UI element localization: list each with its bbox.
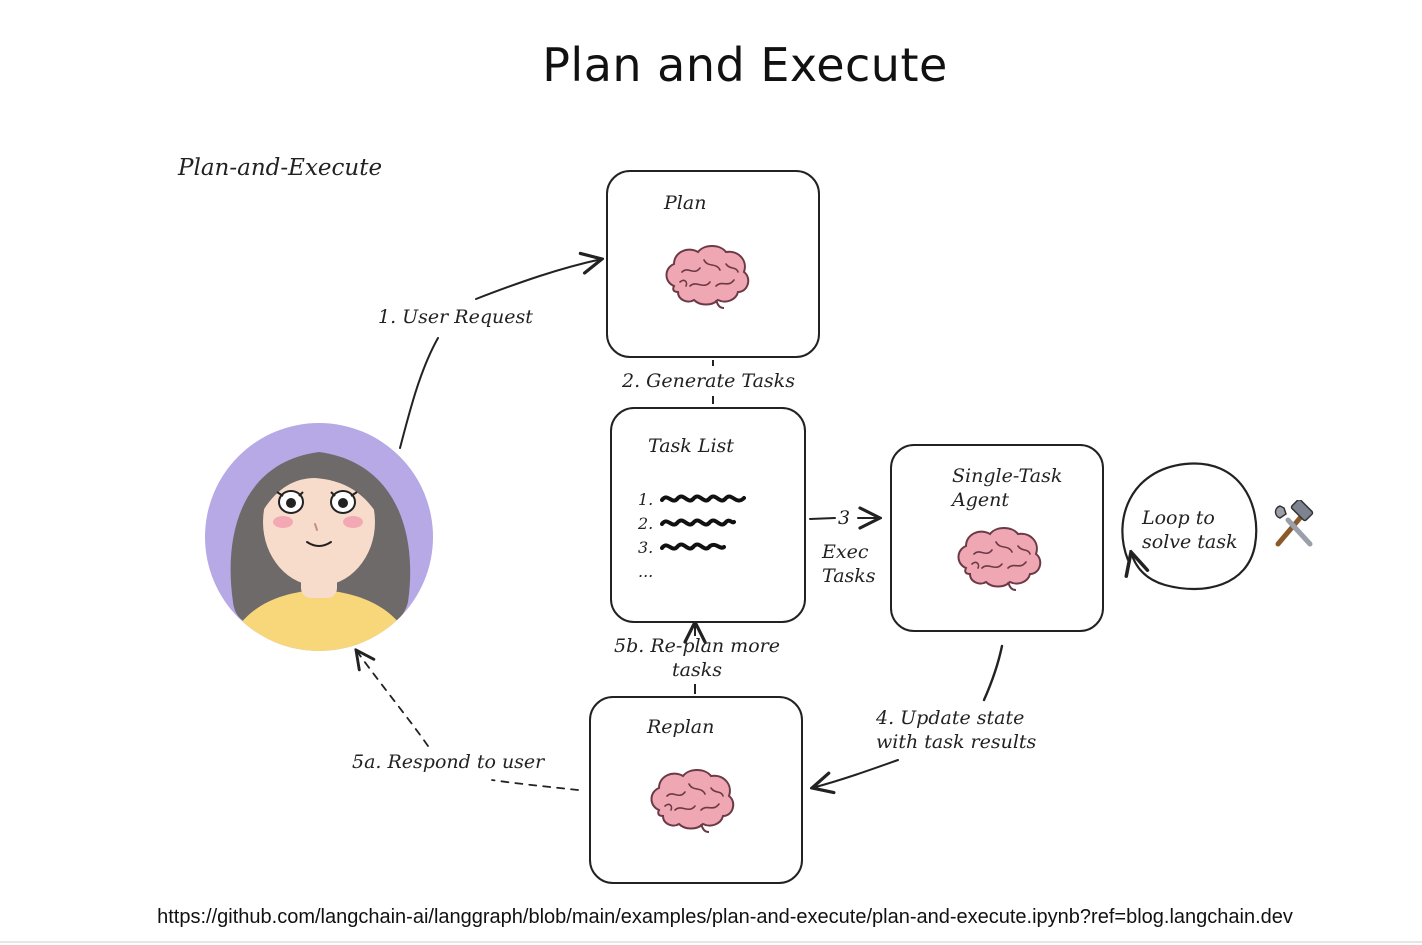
agent-node-label: Single-Task Agent	[952, 465, 1063, 511]
plan-node: Plan	[606, 170, 820, 358]
edge-label-user-request: 1. User Request	[378, 306, 533, 328]
source-link[interactable]: https://github.com/langchain-ai/langgrap…	[157, 906, 1293, 928]
edge-label-replan-more: 5b. Re-plan more tasks	[614, 635, 780, 681]
task-number: 2.	[638, 513, 654, 533]
brain-icon	[645, 766, 737, 834]
edge-label-update-state: 4. Update state with task results	[876, 707, 1037, 753]
edge-respond-left	[356, 650, 429, 747]
edge-update-state-bottom	[812, 759, 899, 788]
task-number: ...	[638, 561, 654, 581]
edge-update-state-top	[982, 644, 1004, 702]
list-item: 1.	[638, 487, 746, 511]
replan-node-label: Replan	[647, 716, 715, 738]
brain-icon	[952, 524, 1044, 592]
brain-icon	[660, 242, 752, 310]
edge-label-exec-number: 3	[838, 507, 851, 529]
task-list-node: Task List 1. 2. 3. ...	[610, 407, 806, 623]
agent-node: Single-Task Agent	[890, 444, 1104, 632]
list-item: ...	[638, 559, 746, 583]
scribble-icon	[660, 518, 736, 527]
replan-node: Replan	[589, 696, 803, 884]
task-list-node-label: Task List	[648, 435, 734, 457]
task-list-items: 1. 2. 3. ...	[638, 487, 746, 583]
footer-divider	[0, 941, 1422, 943]
diagram-title: Plan-and-Execute	[178, 155, 383, 181]
hammer-wrench-icon	[1270, 498, 1318, 548]
plan-node-label: Plan	[664, 192, 707, 214]
edge-label-exec-tasks: Exec Tasks	[822, 541, 876, 587]
scribble-icon	[660, 494, 746, 503]
list-item: 2.	[638, 511, 746, 535]
loop-label: Loop to solve task	[1142, 507, 1238, 553]
edge-user-request-arrow	[475, 259, 602, 300]
user-avatar-icon	[203, 422, 435, 652]
edge-label-generate-tasks: 2. Generate Tasks	[622, 370, 795, 392]
edge-exec-left	[809, 517, 836, 520]
task-number: 3.	[638, 537, 654, 557]
task-number: 1.	[638, 489, 654, 509]
list-item: 3.	[638, 535, 746, 559]
page-title: Plan and Execute	[542, 38, 948, 92]
edge-label-respond-to-user: 5a. Respond to user	[352, 751, 545, 773]
edge-respond-right	[491, 779, 579, 791]
scribble-icon	[660, 542, 726, 551]
